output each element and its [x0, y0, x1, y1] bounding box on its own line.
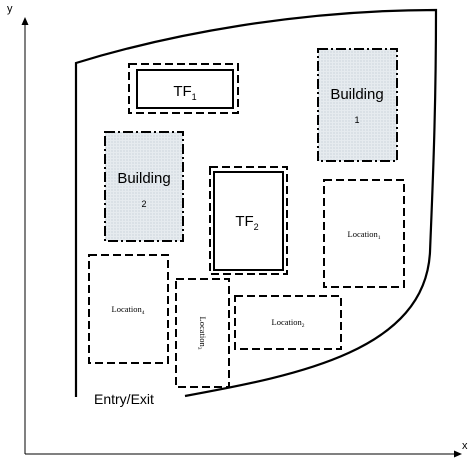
entry-exit-label: Entry/Exit — [94, 391, 154, 407]
building-2: Building 2 — [104, 131, 184, 242]
y-axis-label: y — [7, 3, 13, 15]
building-2-name: Building — [117, 170, 170, 187]
location-2-label: Location2 — [272, 317, 305, 329]
building-1: Building 1 — [317, 48, 398, 162]
building-1-name: Building — [330, 86, 383, 103]
x-axis-arrow — [454, 450, 462, 458]
location-4-label: Location4 — [112, 304, 145, 316]
temporary-facility-2: TF2 — [209, 166, 288, 275]
temporary-facility-1: TF1 — [128, 63, 239, 114]
axes: y x — [7, 3, 468, 458]
location-2: Location2 — [234, 295, 342, 350]
site-boundary — [74, 8, 438, 398]
building-2-number: 2 — [141, 199, 146, 209]
tf1-label: TF1 — [173, 83, 196, 102]
y-axis-arrow — [21, 17, 29, 25]
building-1-number: 1 — [354, 115, 359, 125]
location-1-label: Location1 — [348, 229, 381, 241]
location-4: Location4 — [88, 254, 169, 364]
x-axis-label: x — [462, 440, 468, 452]
location-3: Location3 — [175, 278, 230, 388]
location-3-label: Location3 — [196, 317, 208, 350]
location-1: Location1 — [323, 179, 405, 288]
tf2-label: TF2 — [235, 213, 258, 232]
